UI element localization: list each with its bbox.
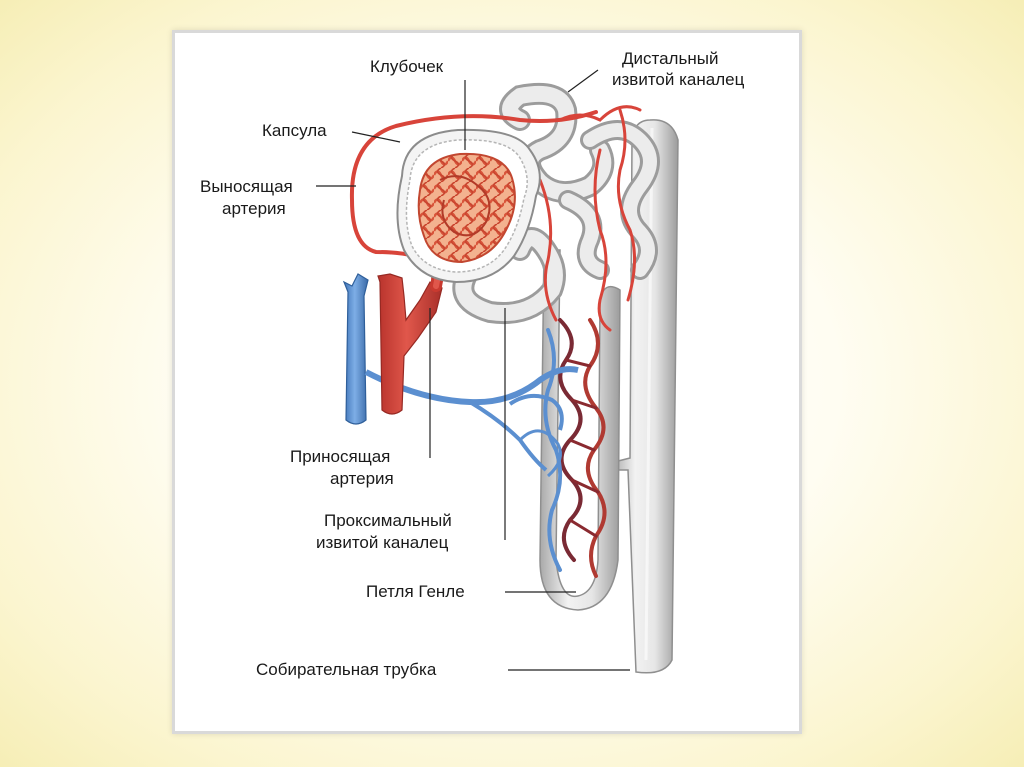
leader-lines — [316, 69, 630, 671]
label-efferent-1: Выносящая — [200, 177, 293, 196]
label-efferent-2: артерия — [222, 199, 286, 218]
renal-artery — [377, 273, 443, 415]
loop-of-henle — [539, 249, 621, 611]
proximal-tubule — [452, 82, 615, 324]
glomerulus — [417, 152, 516, 264]
label-afferent-1: Приносящая — [290, 447, 390, 466]
renal-vein — [342, 273, 579, 478]
label-proximal-2: извитой каналец — [316, 533, 449, 552]
efferent-arteriole — [349, 110, 598, 264]
label-afferent-2: артерия — [330, 469, 394, 488]
label-proximal-1: Проксимальный — [324, 511, 452, 530]
label-loop-of-henle: Петля Генле — [366, 582, 465, 601]
label-distal-1: Дистальный — [622, 49, 718, 68]
peritubular-capillaries — [538, 105, 642, 578]
distal-tubule — [558, 120, 660, 280]
label-capsule: Капсула — [262, 121, 327, 140]
label-distal-2: извитой каналец — [612, 70, 745, 89]
label-collecting-duct: Собирательная трубка — [256, 660, 437, 679]
label-glomerulus: Клубочек — [370, 57, 444, 76]
